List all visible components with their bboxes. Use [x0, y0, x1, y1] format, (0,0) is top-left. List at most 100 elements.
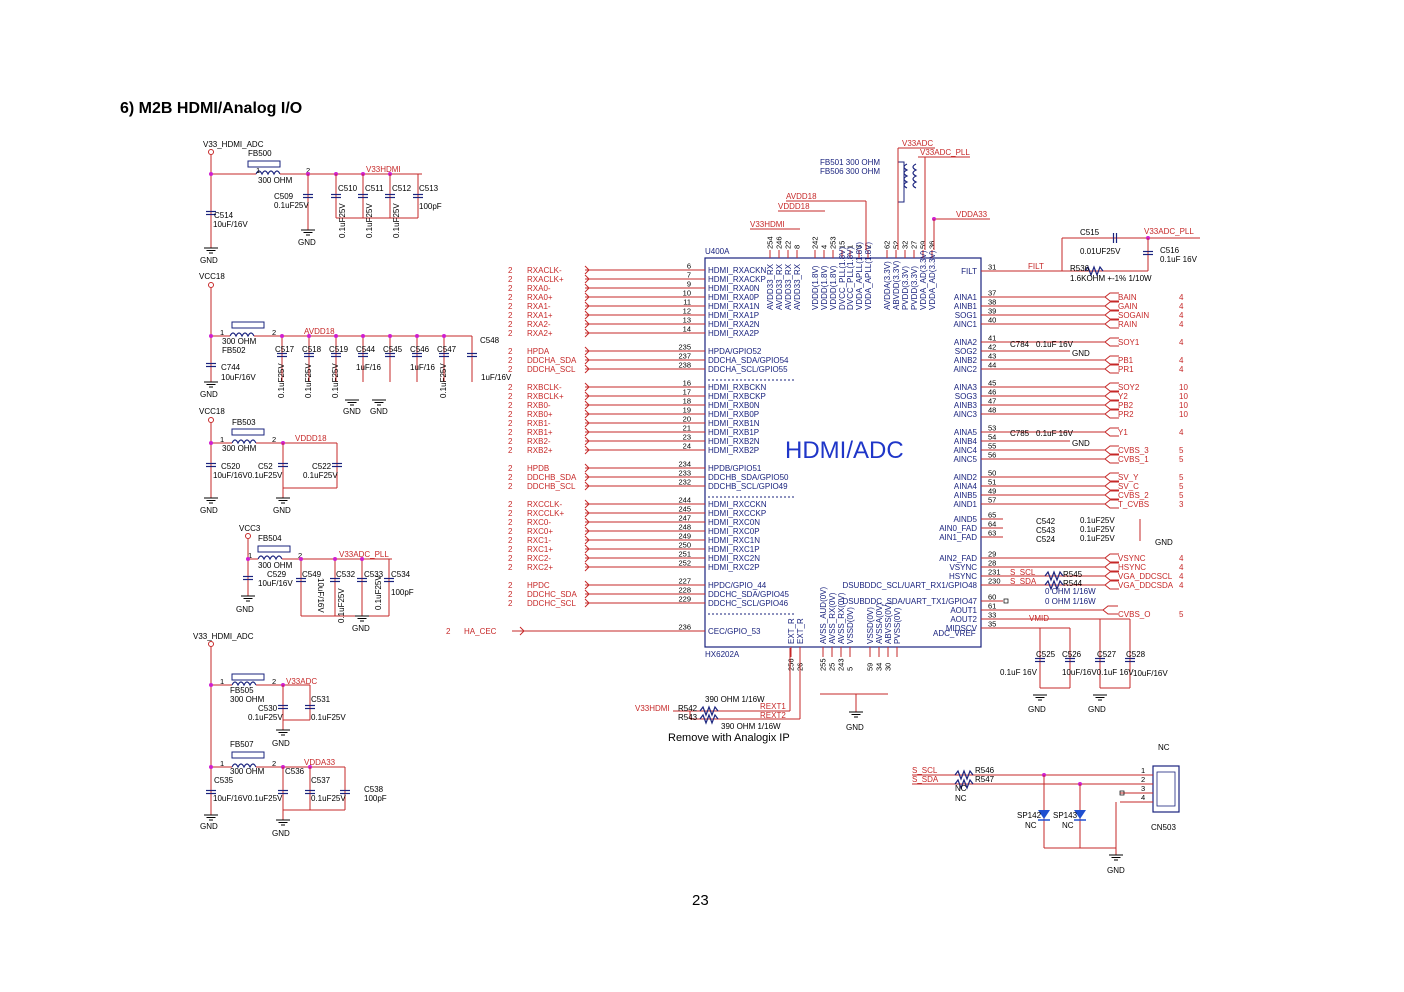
- gnd-label: GND: [343, 407, 361, 416]
- pin-name: HPDA/GPIO52: [708, 347, 762, 356]
- pin-number: 35: [988, 620, 996, 629]
- net-label: RXBCLK-: [527, 383, 562, 392]
- ic-top-power: V33HDMI AVDD18 VDDD18 V33ADC V33ADC_PLL …: [750, 139, 990, 250]
- pin-name: DVCC_PLL(1.8V): [838, 247, 847, 310]
- pin-name: HDMI_RXA1N: [708, 302, 760, 311]
- sheet-ref: 2: [508, 347, 513, 356]
- net-label: RXACLK+: [527, 275, 564, 284]
- cvbs-o-net: CVBS_O: [1118, 610, 1150, 619]
- pin-name: AVDD33_RX: [766, 263, 775, 310]
- pin-number: 25: [828, 663, 837, 671]
- sheet-ref: 4: [1179, 356, 1184, 365]
- pin-name: HDMI_RXA2P: [708, 329, 759, 338]
- pin-number: 2: [864, 245, 873, 249]
- pin-name: AINC4: [953, 446, 977, 455]
- pin-name: HDMI_RXC0P: [708, 527, 760, 536]
- c529-ref: C529: [267, 570, 287, 579]
- pin-name: HDMI_RXB0P: [708, 410, 759, 419]
- c544-ref: C544: [356, 345, 376, 354]
- s-sda-net-conn: S_SDA: [912, 775, 939, 784]
- pin-number: 234: [678, 460, 691, 469]
- pin-name: VSSD(0V): [846, 607, 855, 644]
- c538-value: 100pF: [364, 794, 387, 803]
- net-label: HA_CEC: [464, 627, 497, 636]
- s-scl-net-conn: S_SCL: [912, 766, 938, 775]
- sheet-ref: 4: [1179, 293, 1184, 302]
- fb507-value: 300 OHM: [230, 767, 265, 776]
- pin-number: 21: [683, 424, 691, 433]
- pin-number: 30: [884, 663, 893, 671]
- svg-text:3: 3: [1141, 784, 1145, 793]
- c543-value: 0.1uF25V: [1080, 525, 1115, 534]
- v33adc-pll-net-left: V33ADC_PLL: [339, 550, 389, 559]
- pin-name: AIN0_FAD: [939, 524, 977, 533]
- pin-name: PVDD(3.3V): [901, 266, 910, 310]
- pin-number: 3: [855, 245, 864, 249]
- sheet-ref: 10: [1179, 401, 1188, 410]
- c515-value: 0.01UF25V: [1080, 247, 1121, 256]
- pin-name: HDMI_RXB0N: [708, 401, 760, 410]
- pin-name: SOG1: [955, 311, 978, 320]
- net-label: CVBS_2: [1118, 491, 1149, 500]
- pin-name: VDDD(1.8V): [829, 265, 838, 310]
- pin-name: AINA4: [954, 482, 978, 491]
- pin-number: 54: [988, 433, 996, 442]
- pin-number: 62: [883, 241, 892, 249]
- pin-name: VSYNC: [949, 563, 977, 572]
- pin-number: 254: [766, 236, 775, 249]
- r544-ref: R544: [1063, 579, 1083, 588]
- net-label: GAIN: [1118, 302, 1138, 311]
- c511-ref: C511: [365, 184, 384, 193]
- pin-number: 28: [988, 559, 996, 568]
- net-label: PB1: [1118, 356, 1134, 365]
- v33adc-net-left: V33ADC: [286, 677, 317, 686]
- pin-name: MIDSCV: [946, 624, 978, 633]
- v33-hdmi-adc-label: V33_HDMI_ADC: [193, 632, 254, 641]
- pin-name: HDMI_RXB1N: [708, 419, 760, 428]
- svg-text:2: 2: [1141, 775, 1145, 784]
- pin-name: DDCHB_SCL/GPIO49: [708, 482, 788, 491]
- net-label: RXCCLK-: [527, 500, 562, 509]
- sp142-ref: SP142: [1017, 811, 1042, 820]
- pin-number: 230: [988, 577, 1001, 586]
- gnd-label: GND: [236, 605, 254, 614]
- c537-ref: C537: [311, 776, 331, 785]
- pin-name: AOUT1: [950, 606, 977, 615]
- pin-number: 14: [683, 325, 691, 334]
- c526-value: 10uF/16V0.1uF 16V: [1062, 668, 1134, 677]
- gnd-label: GND: [200, 822, 218, 831]
- pin-name: DDCHB_SDA/GPIO50: [708, 473, 789, 482]
- c513-ref: C513: [419, 184, 439, 193]
- c518-value: 0.1uF25V: [304, 363, 313, 398]
- fb504-value: 300 OHM: [258, 561, 293, 570]
- pin-number: 236: [678, 623, 691, 632]
- gnd-label: GND: [272, 829, 290, 838]
- sheet-ref: 5: [1179, 491, 1184, 500]
- svg-text:2: 2: [272, 759, 276, 768]
- c547-value: 0.1uF25V: [439, 363, 448, 398]
- pin-number: 232: [678, 478, 691, 487]
- pin-number: 50: [988, 469, 996, 478]
- page-number: 23: [692, 892, 709, 909]
- svg-text:2: 2: [306, 166, 310, 175]
- net-label: RXA2+: [527, 329, 553, 338]
- c537-value: 0.1uF25V: [311, 794, 346, 803]
- c533-value: 0.1uF25V: [374, 575, 383, 610]
- page-title: 6) M2B HDMI/Analog I/O: [120, 100, 303, 117]
